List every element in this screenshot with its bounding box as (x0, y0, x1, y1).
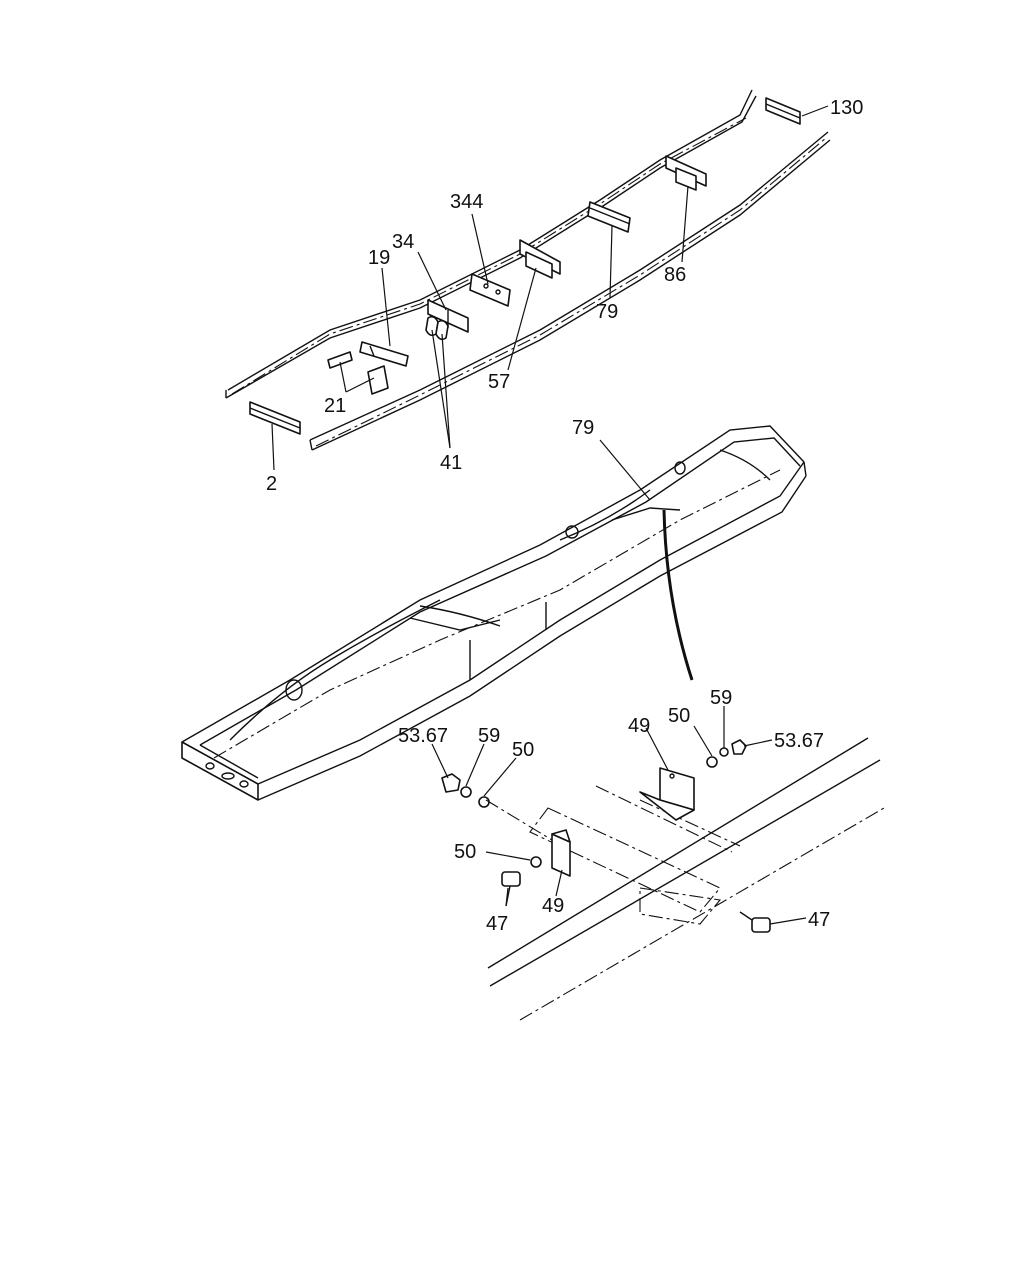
callout-50-lower: 50 (454, 841, 476, 863)
part-41 (425, 315, 449, 341)
callout-50-upper: 50 (668, 705, 690, 727)
callout-49-lower: 49 (542, 895, 564, 917)
upper-leaders (271, 105, 829, 471)
callout-59-left: 59 (478, 725, 500, 747)
cable (662, 509, 694, 681)
part-86 (665, 155, 707, 191)
callout-344: 344 (450, 191, 483, 213)
callout-53-67-left: 53.67 (398, 725, 448, 747)
part-130 (765, 97, 801, 125)
lower-leaders (431, 706, 807, 925)
lower-rails (487, 737, 885, 1021)
callout-21: 21 (324, 395, 346, 417)
callout-53-67-right: 53.67 (774, 730, 824, 752)
part-2 (249, 401, 301, 435)
hardware-set-upper (706, 739, 747, 768)
callout-130: 130 (830, 97, 863, 119)
callout-86: 86 (664, 264, 686, 286)
callout-79-frame: 79 (572, 417, 594, 439)
part-21 (327, 351, 389, 395)
callout-41: 41 (440, 452, 462, 474)
part-49-upper (639, 767, 695, 821)
part-79-upper (587, 201, 631, 233)
leader-79b (599, 439, 651, 501)
callout-49-upper: 49 (628, 715, 650, 737)
callout-79-upper: 79 (596, 301, 618, 323)
callout-47-right: 47 (808, 909, 830, 931)
upper-left-rail (225, 89, 757, 399)
hardware-set-left (441, 773, 490, 808)
part-57 (519, 239, 561, 279)
assembled-frame (181, 425, 807, 801)
upper-right-rail (309, 131, 831, 451)
callout-50-left: 50 (512, 739, 534, 761)
callout-47-left: 47 (486, 913, 508, 935)
part-19 (359, 341, 409, 367)
part-344 (469, 273, 511, 307)
hardware-lower (501, 856, 771, 933)
callout-2: 2 (266, 473, 277, 495)
callout-57: 57 (488, 371, 510, 393)
callout-34: 34 (392, 231, 414, 253)
callout-59-upper: 59 (710, 687, 732, 709)
callout-19: 19 (368, 247, 390, 269)
part-49-lower (551, 829, 571, 877)
